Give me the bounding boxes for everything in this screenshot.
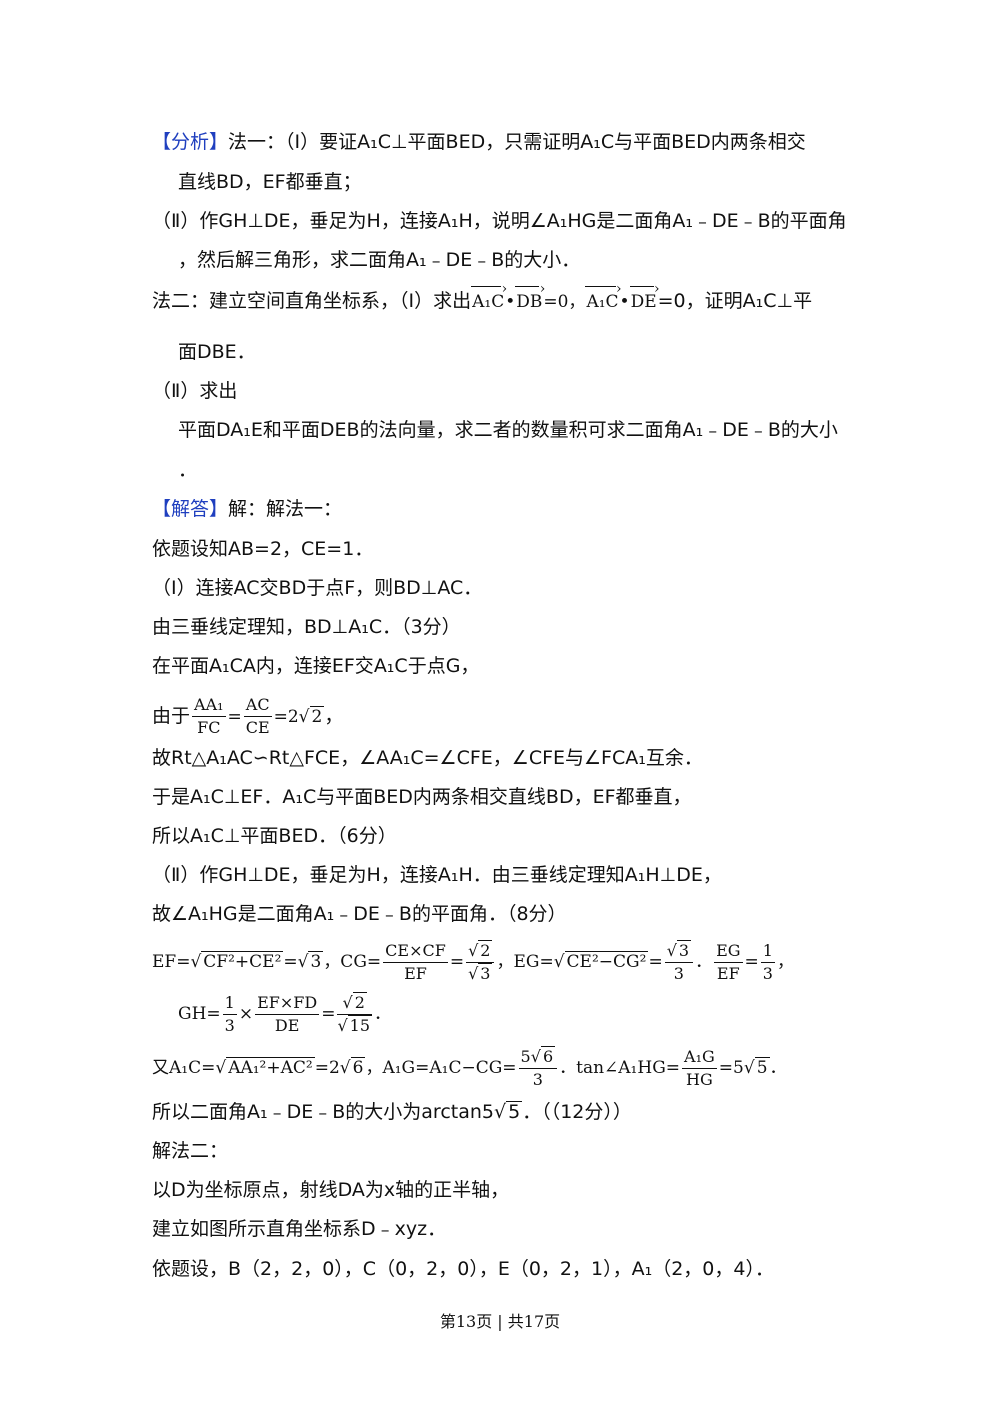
- solution-line-10: 故∠A₁HG是二面角A₁﹣DE﹣B的平面角．（8分）: [152, 903, 567, 925]
- vector-de: DE: [629, 275, 660, 316]
- analysis-line-4: ，然后解三角形，求二面角A₁﹣DE﹣B的大小．: [178, 249, 581, 271]
- solution-line-2: （Ⅰ）连接AC交BD于点F，则BD⊥AC．: [152, 577, 483, 599]
- analysis-line-1: 【分析】法一：（Ⅰ）要证A₁C⊥平面BED，只需证明A₁C与平面BED内两条相交: [152, 131, 806, 153]
- solution-line-14: 建立如图所示直角坐标系D﹣xyz．: [152, 1218, 447, 1240]
- fraction: √2√3: [466, 940, 495, 985]
- solution-line-8: 所以A₁C⊥平面BED．（6分）: [152, 825, 397, 847]
- solution-line-7: 于是A₁C⊥EF．A₁C与平面BED内两条相交直线BD，EF都垂直，: [152, 786, 692, 808]
- sqrt-radicand: AA₁²+AC²: [226, 1057, 315, 1078]
- solution-line-4: 在平面A₁CA内，连接EF交A₁C于点G，: [152, 655, 480, 677]
- vector-db: DB: [515, 275, 546, 316]
- page-footer: 第13页 | 共17页: [439, 1312, 561, 1331]
- solution-line-9: （Ⅱ）作GH⊥DE，垂足为H，连接A₁H．由三垂线定理知A₁H⊥DE，: [152, 864, 722, 886]
- sqrt-radicand: 5: [506, 1101, 523, 1123]
- sqrt-radicand: CE²−CG²: [564, 951, 649, 972]
- fraction: √2√15: [337, 992, 373, 1035]
- solution-line-6: 故Rt△A₁AC∽Rt△FCE，∠AA₁C=∠CFE，∠CFE与∠FCA₁互余．: [152, 747, 703, 769]
- solution-line-1: 依题设知AB=2，CE=1．: [152, 538, 374, 560]
- sqrt-radicand: 3: [308, 951, 324, 972]
- analysis-line-7: （Ⅱ）求出: [152, 380, 238, 402]
- solution-line-11: 所以二面角A₁﹣DE﹣B的大小为arctan5√5．（（12分））: [152, 1101, 632, 1123]
- sqrt-radicand: 2: [309, 706, 325, 727]
- solution-line-12: 解法二：: [152, 1140, 229, 1162]
- sqrt-radicand: 5: [754, 1057, 770, 1078]
- solution-tag: 【解答】: [152, 498, 229, 520]
- solution-line-3: 由三垂线定理知，BD⊥A₁C．（3分）: [152, 616, 461, 638]
- analysis-line-6: 面DBE．: [178, 341, 256, 363]
- analysis-line-2: 直线BD，EF都垂直；: [178, 171, 362, 193]
- solution-line-15: 依题设，B（2，2，0），C（0，2，0），E（0，2，1），A₁（2，0，4）…: [152, 1258, 774, 1280]
- vector-a1c: A₁C: [585, 275, 622, 316]
- sqrt-radicand: 6: [350, 1057, 366, 1078]
- analysis-line-8: 平面DA₁E和平面DEB的法向量，求二者的数量积可求二面角A₁﹣DE﹣B的大小: [178, 419, 838, 441]
- solution-line-13: 以D为坐标原点，射线DA为x轴的正半轴，: [152, 1179, 510, 1201]
- analysis-line-5: 法二：建立空间直角坐标系，（Ⅰ）求出A₁C•DB=0，A₁C•DE=0，证明A₁…: [152, 275, 812, 316]
- analysis-line-9: ．: [178, 459, 198, 481]
- analysis-line-3: （Ⅱ）作GH⊥DE，垂足为H，连接A₁H，说明∠A₁HG是二面角A₁﹣DE﹣B的…: [152, 210, 847, 232]
- solution-head: 【解答】解：解法一：: [152, 498, 343, 520]
- sqrt-radicand: CF²+CE²: [201, 951, 284, 972]
- analysis-tag: 【分析】: [152, 131, 229, 153]
- vector-a1c: A₁C: [471, 275, 507, 316]
